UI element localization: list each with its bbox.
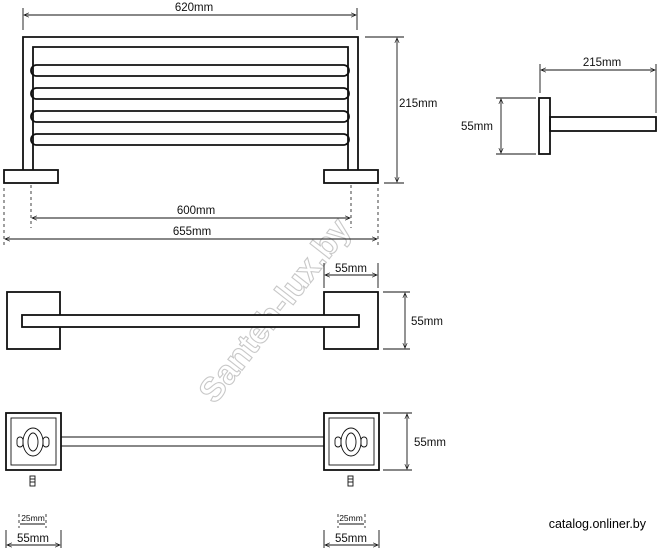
rack-side-view	[538, 97, 657, 155]
watermark: Santeh-lux.by	[191, 210, 359, 410]
dim-top-width: 620mm	[22, 2, 358, 30]
site-credit: catalog.onliner.by	[545, 516, 649, 532]
svg-text:25mm: 25mm	[339, 513, 363, 523]
rack-top-view	[3, 36, 379, 184]
rack-front-view	[6, 291, 379, 350]
left-wall-mount	[3, 169, 59, 184]
dim-back-right-screw: 25mm	[337, 513, 366, 528]
svg-text:55mm: 55mm	[461, 121, 493, 133]
svg-text:55mm: 55mm	[411, 316, 443, 328]
dim-front-plate-height: 55mm	[383, 291, 443, 350]
svg-text:55mm: 55mm	[335, 263, 367, 275]
svg-text:55mm: 55mm	[17, 533, 49, 545]
svg-text:25mm: 25mm	[21, 513, 45, 523]
dim-side-depth: 215mm	[539, 57, 657, 113]
svg-text:55mm: 55mm	[414, 437, 446, 449]
svg-text:655mm: 655mm	[173, 226, 211, 238]
svg-text:Santeh-lux.by: Santeh-lux.by	[191, 211, 358, 410]
dim-back-left-width: 55mm	[5, 530, 62, 548]
dim-side-height: 55mm	[461, 97, 536, 155]
dim-mount-spacing: 600mm	[30, 185, 352, 228]
svg-text:215mm: 215mm	[399, 98, 437, 110]
dim-back-right-width: 55mm	[323, 530, 380, 548]
dim-back-left-screw: 25mm	[18, 513, 47, 528]
svg-text:215mm: 215mm	[583, 57, 621, 69]
right-wall-mount	[323, 169, 379, 184]
dim-top-height: 215mm	[365, 36, 437, 184]
svg-text:620mm: 620mm	[175, 2, 213, 14]
dim-overall-width: 655mm	[3, 188, 379, 246]
svg-text:55mm: 55mm	[335, 533, 367, 545]
dim-front-plate-width: 55mm	[323, 263, 379, 288]
rack-back-view	[5, 412, 380, 487]
dim-back-plate-height: 55mm	[383, 412, 446, 471]
svg-text:600mm: 600mm	[177, 205, 215, 217]
